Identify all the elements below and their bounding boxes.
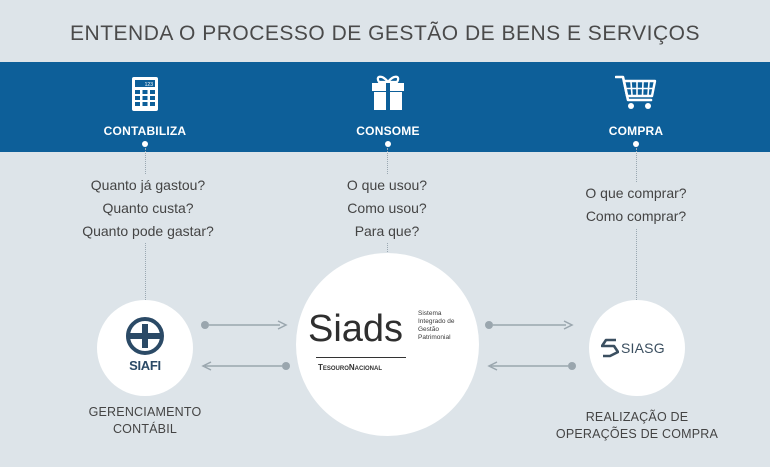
question: Quanto já gastou?: [90, 177, 206, 193]
question: Quanto custa?: [102, 200, 194, 216]
question: O que comprar?: [585, 185, 687, 201]
connector-line: [636, 148, 637, 308]
calculator-icon: 123: [132, 77, 158, 111]
step-consome: CONSOME: [288, 62, 488, 152]
caption-siafi: GERENCIAMENTO CONTÁBIL: [88, 405, 202, 436]
siasg-logo-icon: [601, 338, 619, 358]
question: Quanto pode gastar?: [82, 223, 214, 239]
question: Como comprar?: [585, 208, 687, 224]
questions-compra: O que comprar? Como comprar?: [526, 182, 746, 228]
caption-siasg: REALIZAÇÃO DE OPERAÇÕES DE COMPRA: [555, 410, 719, 441]
siasg-name: SIASG: [621, 340, 665, 356]
shopping-cart-icon: [615, 75, 657, 109]
questions-contabiliza: Quanto já gastou? Quanto custa? Quanto p…: [38, 174, 258, 243]
siasg-circle: SIASG: [589, 300, 685, 396]
question: O que usou?: [346, 177, 428, 193]
siads-name: Siads: [308, 308, 404, 350]
arrow-siads-to-siasg: [485, 320, 574, 330]
step-contabiliza: 123 CONTABILIZA: [45, 62, 245, 152]
step-dot: [142, 141, 148, 147]
siads-circle: Siads Sistema Integrado de Gestão Patrim…: [296, 253, 479, 436]
step-label-compra: COMPRA: [608, 124, 664, 138]
calculator-display: 123: [145, 82, 154, 88]
siafi-circle: SIAFI: [97, 300, 193, 396]
questions-consome: O que usou? Como usou? Para que?: [277, 174, 497, 243]
step-label-consome: CONSOME: [356, 124, 420, 138]
arrow-siasg-to-siads: [487, 361, 576, 371]
step-label-contabiliza: CONTABILIZA: [103, 124, 187, 138]
siafi-logo-icon: [126, 317, 164, 355]
step-dot: [633, 141, 639, 147]
question: Para que?: [354, 223, 420, 239]
siads-org: TesouroNacional: [318, 363, 382, 372]
siads-divider: [316, 357, 406, 358]
siafi-name: SIAFI: [129, 358, 161, 373]
question: Como usou?: [347, 200, 427, 216]
arrow-siads-to-siafi: [201, 361, 290, 371]
page-title: ENTENDA O PROCESSO DE GESTÃO DE BENS E S…: [70, 22, 700, 45]
step-dot: [385, 141, 391, 147]
siads-description: Sistema Integrado de Gestão Patrimonial: [418, 310, 455, 341]
step-compra: COMPRA: [536, 62, 736, 152]
gift-icon: [372, 75, 404, 110]
arrow-siafi-to-siads: [201, 320, 288, 330]
